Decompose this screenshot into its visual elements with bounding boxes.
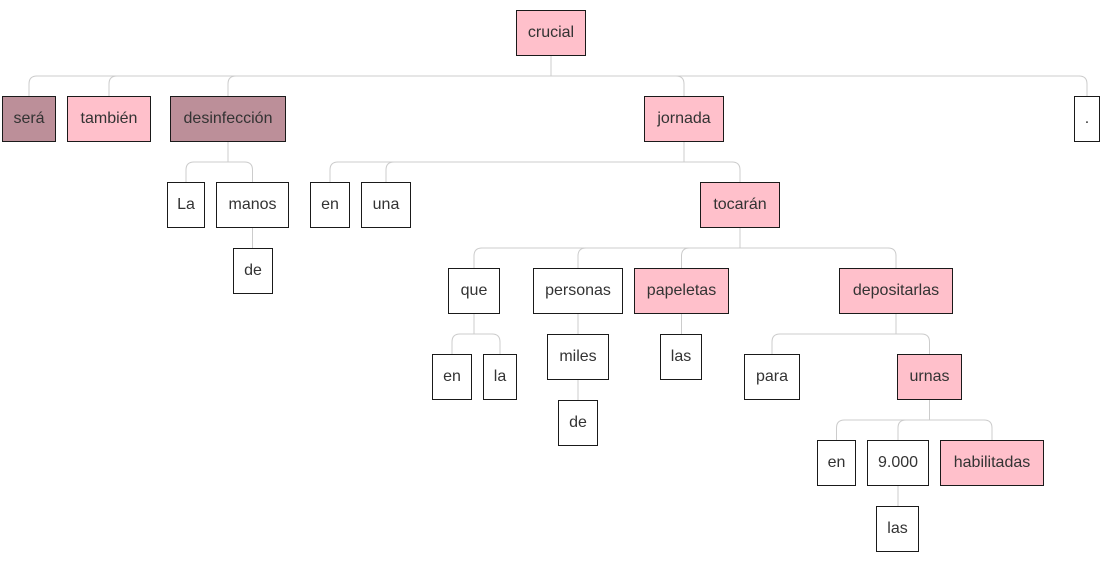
node-jornada[interactable]: jornada (644, 96, 724, 142)
edge-tocaran-depositarlas (739, 228, 897, 268)
node-crucial[interactable]: crucial (516, 10, 586, 56)
edge-urnas-en_urnas (836, 400, 930, 440)
node-en-jornada[interactable]: en (310, 182, 350, 228)
node-que[interactable]: que (448, 268, 500, 314)
node-una[interactable]: una (361, 182, 411, 228)
edge-que-la_que (473, 314, 501, 354)
node-habilitadas[interactable]: habilitadas (940, 440, 1044, 486)
node-personas[interactable]: personas (533, 268, 623, 314)
edge-urnas-num_9000 (897, 400, 930, 440)
node-de-miles[interactable]: de (558, 400, 598, 446)
node-manos[interactable]: manos (216, 182, 289, 228)
node-9000[interactable]: 9.000 (867, 440, 929, 486)
node-en-urnas[interactable]: en (817, 440, 856, 486)
node-las-9000[interactable]: las (876, 506, 919, 552)
node-la-determiner[interactable]: La (167, 182, 205, 228)
edge-crucial-period (550, 56, 1088, 96)
edge-tocaran-papeletas (681, 228, 741, 268)
node-depositarlas[interactable]: depositarlas (839, 268, 953, 314)
edge-depositarlas-para (771, 314, 897, 354)
edge-que-en_que (451, 314, 475, 354)
edge-jornada-tocaran (683, 142, 741, 182)
node-desinfeccion[interactable]: desinfección (170, 96, 286, 142)
node-tocaran[interactable]: tocarán (700, 182, 780, 228)
node-period[interactable]: . (1074, 96, 1100, 142)
node-para[interactable]: para (744, 354, 800, 400)
edge-crucial-tambien (108, 56, 552, 96)
node-urnas[interactable]: urnas (897, 354, 962, 400)
node-sera[interactable]: será (2, 96, 56, 142)
edge-depositarlas-urnas (895, 314, 930, 354)
edge-jornada-en_jornada (329, 142, 685, 182)
edge-tocaran-que (473, 228, 741, 268)
node-papeletas[interactable]: papeletas (634, 268, 729, 314)
edge-tocaran-personas (577, 228, 741, 268)
edge-crucial-sera (28, 56, 552, 96)
node-miles[interactable]: miles (547, 334, 609, 380)
node-en-que[interactable]: en (432, 354, 472, 400)
edge-desinfeccion-la_det (185, 142, 229, 182)
edge-jornada-una (385, 142, 685, 182)
edge-crucial-desinfeccion (227, 56, 552, 96)
edge-urnas-habilitadas (929, 400, 993, 440)
node-la-que[interactable]: la (483, 354, 517, 400)
edge-desinfeccion-manos (227, 142, 253, 182)
node-tambien[interactable]: también (67, 96, 151, 142)
node-de-manos[interactable]: de (233, 248, 273, 294)
node-las-papeletas[interactable]: las (660, 334, 702, 380)
